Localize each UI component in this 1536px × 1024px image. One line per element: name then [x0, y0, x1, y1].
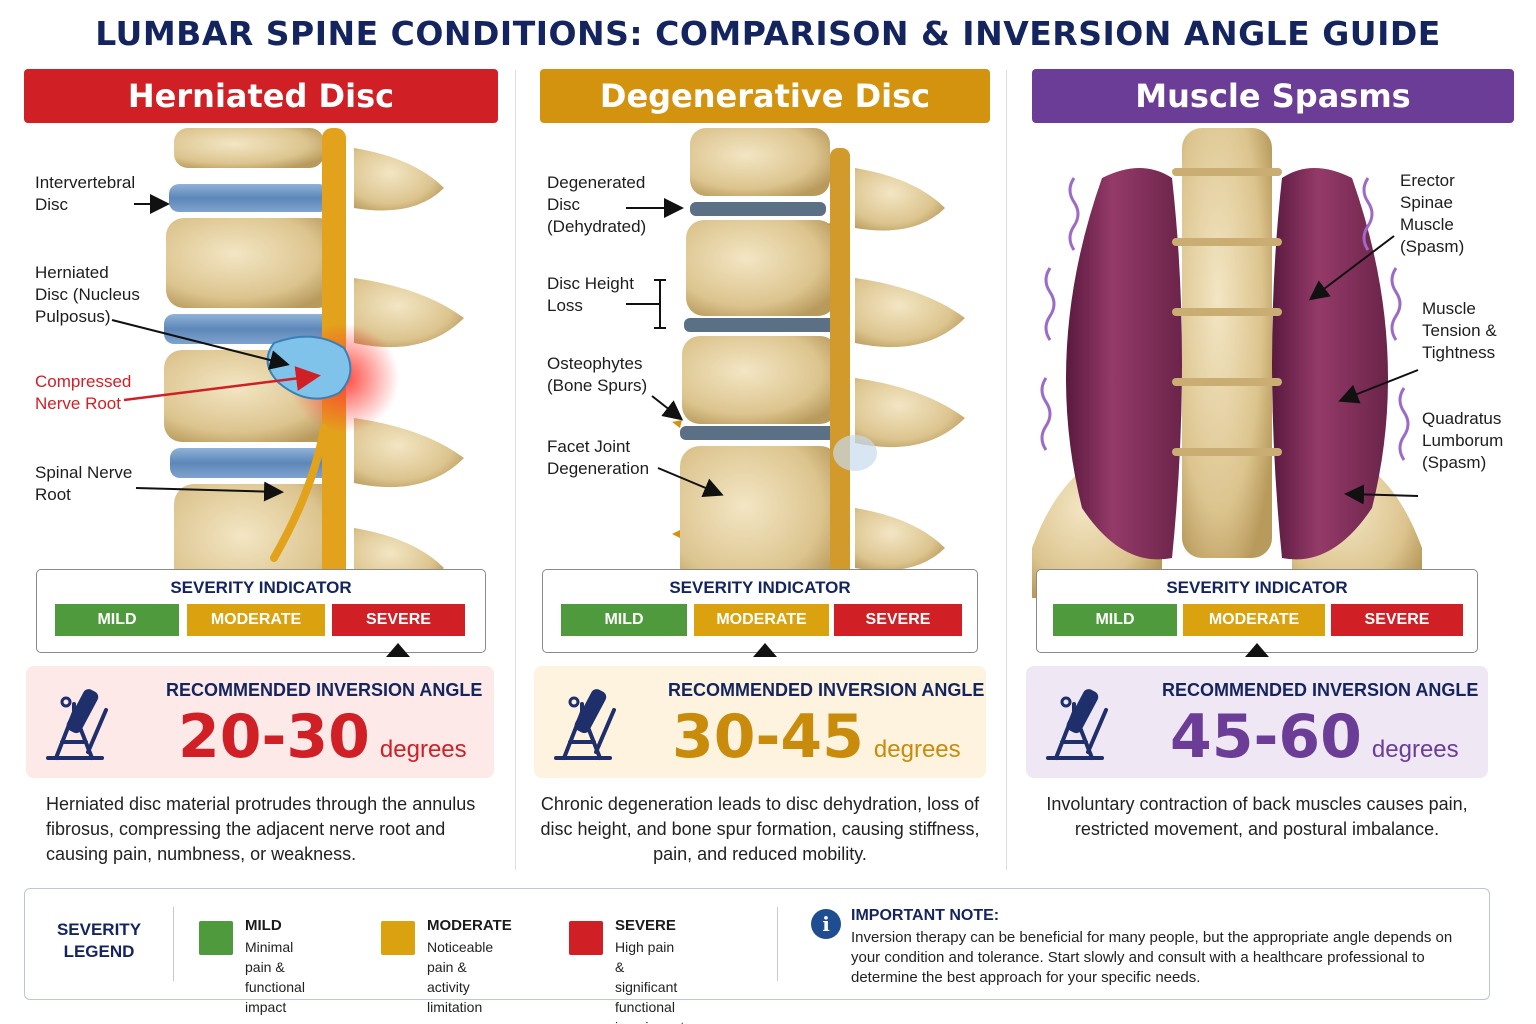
- legend-swatch: [569, 921, 603, 955]
- page-title: LUMBAR SPINE CONDITIONS: COMPARISON & IN…: [95, 14, 1441, 53]
- angle-heading: RECOMMENDED INVERSION ANGLE: [668, 680, 985, 700]
- inversion-table-icon: [44, 682, 124, 762]
- severity-pointer-icon: [1245, 643, 1269, 657]
- severity-indicator-title: SEVERITY INDICATOR: [170, 578, 352, 597]
- label-facet-joint-degeneration: Facet Joint Degeneration: [547, 437, 650, 478]
- important-note-text: Inversion therapy can be beneficial for …: [851, 929, 1453, 986]
- angle-heading: RECOMMENDED INVERSION ANGLE: [1162, 680, 1479, 700]
- severity-indicator: SEVERITY INDICATOR MILD MODERATE SEVERE: [1036, 569, 1478, 657]
- severity-severe: SEVERE: [834, 604, 962, 636]
- legend-swatch: [199, 921, 233, 955]
- angle-unit: degrees: [873, 736, 961, 763]
- legend-divider: [777, 907, 778, 981]
- severity-legend-panel: SEVERITY LEGEND MILD Minimal pain & func…: [24, 888, 1490, 1024]
- angle-heading: RECOMMENDED INVERSION ANGLE: [166, 680, 483, 700]
- severity-indicator-title: SEVERITY INDICATOR: [1166, 578, 1348, 597]
- info-icon: i: [811, 909, 841, 939]
- legend-item-name: SEVERE: [615, 917, 676, 934]
- severity-indicator: SEVERITY INDICATOR MILD MODERATE SEVERE: [542, 569, 978, 657]
- column-divider: [1006, 70, 1007, 870]
- legend-item-name: MILD: [245, 917, 282, 934]
- severity-pointer-icon: [386, 643, 410, 657]
- severity-pointer-icon: [753, 643, 777, 657]
- herniated-disc-illustration: Intervertebral Disc Herniated Disc (Nucl…: [24, 128, 514, 628]
- condition-panel-degenerative-disc: Degenerative Disc Disease Degenerate: [530, 66, 1020, 876]
- legend-swatch: [381, 921, 415, 955]
- degenerative-disc-illustration: Degenerated Disc (Dehydrated) Disc Heigh…: [530, 128, 1020, 628]
- severity-indicator-title: SEVERITY INDICATOR: [669, 578, 851, 597]
- spine-illustration-icon: [111, 128, 464, 618]
- inversion-table-icon: [1044, 682, 1124, 762]
- column-divider: [515, 70, 516, 870]
- condition-description: Involuntary contraction of back muscles …: [1046, 794, 1468, 839]
- condition-description: Herniated disc material protrudes throug…: [46, 794, 476, 864]
- legend-item-desc: Noticeable pain & activity limitation: [427, 939, 494, 1015]
- legend-divider: [173, 907, 174, 981]
- severity-moderate: MODERATE: [694, 604, 829, 636]
- severity-severe: SEVERE: [332, 604, 465, 636]
- label-quadratus-lumborum: Quadratus Lumborum (Spasm): [1422, 409, 1504, 472]
- label-herniated-disc: Herniated Disc (Nucleus Pulposus): [35, 263, 140, 326]
- condition-title: Degenerative Disc Disease: [540, 69, 990, 169]
- severity-mild: MILD: [561, 604, 687, 636]
- label-spinal-nerve-root: Spinal Nerve Root: [35, 463, 133, 504]
- condition-panel-herniated-disc: Herniated Disc Intervertebral Disc Herni…: [24, 66, 514, 876]
- label-erector-spinae: Erector Spinae Muscle (Spasm): [1400, 171, 1465, 256]
- condition-description: Chronic degeneration leads to disc dehyd…: [540, 794, 980, 864]
- inversion-table-icon: [552, 682, 632, 762]
- spine-illustration-icon: [626, 128, 965, 618]
- severity-indicator: SEVERITY INDICATOR MILD MODERATE SEVERE: [36, 569, 486, 657]
- angle-unit: degrees: [379, 736, 467, 763]
- important-note-heading: IMPORTANT NOTE:: [851, 907, 1000, 924]
- condition-title: Herniated Disc: [24, 69, 498, 123]
- condition-title: Muscle Spasms: [1032, 69, 1514, 123]
- angle-unit: degrees: [1371, 736, 1459, 763]
- legend-item-name: MODERATE: [427, 917, 512, 934]
- severity-mild: MILD: [55, 604, 179, 636]
- condition-panel-muscle-spasms: Muscle Spasms Erector Spin: [1022, 66, 1514, 876]
- legend-title: SEVERITY LEGEND: [56, 920, 142, 961]
- severity-severe: SEVERE: [1331, 604, 1463, 636]
- label-muscle-tension: Muscle Tension & Tightness: [1422, 299, 1497, 362]
- label-degenerated-disc: Degenerated Disc (Dehydrated): [547, 173, 647, 236]
- severity-moderate: MODERATE: [1183, 604, 1325, 636]
- legend-item-desc: High pain & significant functional impai…: [615, 939, 684, 1024]
- muscle-spasms-illustration: Erector Spinae Muscle (Spasm) Muscle Ten…: [1022, 128, 1512, 628]
- label-intervertebral-disc: Intervertebral Disc: [35, 173, 136, 214]
- label-compressed-nerve-root: Compressed Nerve Root: [35, 372, 132, 413]
- label-osteophytes: Osteophytes (Bone Spurs): [547, 354, 648, 395]
- severity-moderate: MODERATE: [187, 604, 325, 636]
- severity-mild: MILD: [1053, 604, 1177, 636]
- legend-item-desc: Minimal pain & functional impact: [245, 939, 305, 1015]
- label-disc-height-loss: Disc Height Loss: [547, 274, 634, 315]
- back-muscle-illustration-icon: [1032, 128, 1422, 598]
